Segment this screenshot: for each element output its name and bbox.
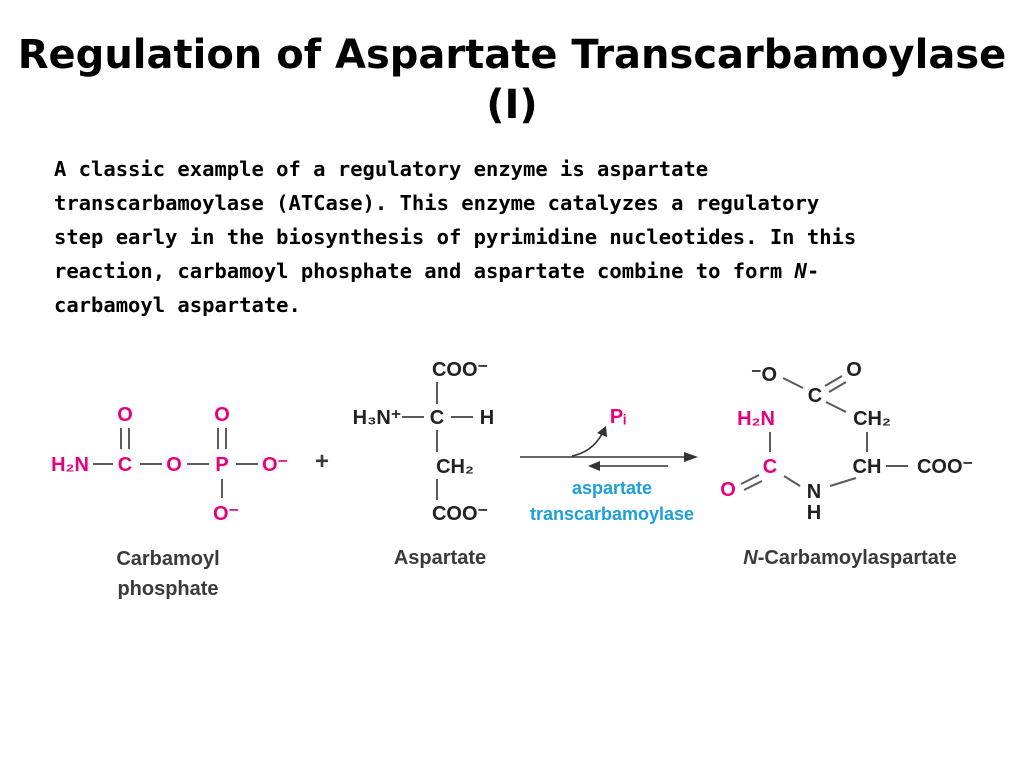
asp-c: C [430, 407, 444, 429]
asp-ch2: CH₂ [436, 456, 474, 478]
reaction-scheme: H₂N C O O P O O⁻ O⁻ Carbamoyl phosphate … [51, 359, 973, 600]
body-line-5: carbamoyl aspartate. [54, 293, 301, 317]
cp-c: C [118, 454, 132, 476]
asp-h: H [480, 407, 494, 429]
n-carbamoylaspartate: ⁻O C O CH₂ CH COO⁻ N H H₂N C O [720, 359, 973, 524]
prod-bond-n-c [783, 475, 801, 487]
pi-release-arrowhead [597, 426, 607, 437]
prod-double-a [824, 375, 843, 387]
prod-double-b [828, 381, 847, 393]
product-label-rest: -Carbamoylaspartate [758, 547, 957, 569]
cp-o-minus-bottom: O⁻ [213, 503, 239, 525]
body-hyphen: - [806, 259, 820, 283]
forward-arrowhead [684, 452, 698, 462]
cp-p: P [215, 454, 228, 476]
reverse-arrowhead [588, 461, 600, 471]
cp-h2n: H₂N [51, 454, 89, 476]
prod-double-d [743, 480, 763, 491]
plus-sign: + [315, 448, 329, 475]
prod-o-minus: ⁻O [751, 364, 777, 386]
cp-carbonyl-o: O [117, 404, 133, 426]
product-label-italic: N [743, 547, 758, 569]
prod-nh: H [807, 502, 821, 524]
cp-bridge-o: O [166, 454, 182, 476]
cp-o-minus-right: O⁻ [262, 454, 288, 476]
prod-bond-ch-n [829, 477, 857, 487]
prod-top-c: C [808, 385, 822, 407]
asp-coo-top: COO⁻ [432, 359, 488, 381]
cp-phosphoryl-o: O [214, 404, 230, 426]
prod-carbamoyl-c: C [763, 456, 777, 478]
pi-release-curve [571, 433, 603, 457]
carbamoyl-phosphate-label-line2: phosphate [117, 578, 218, 600]
slide-body-text: A classic example of a regulatory enzyme… [54, 152, 974, 322]
prod-h2n: H₂N [737, 408, 775, 430]
prod-bond-o-c [782, 377, 804, 389]
asp-coo-bottom: COO⁻ [432, 503, 488, 525]
body-line-1: A classic example of a regulatory enzyme… [54, 157, 709, 181]
prod-top-o: O [846, 359, 862, 381]
carbamoyl-phosphate: H₂N C O O P O O⁻ O⁻ [51, 404, 288, 525]
enzyme-label-line1: aspartate [572, 478, 652, 498]
body-italic-n: N [794, 259, 807, 283]
carbamoyl-phosphate-label-line1: Carbamoyl [116, 548, 219, 570]
asp-h3n: H₃N⁺ [353, 407, 402, 429]
product-label: N-Carbamoylaspartate [743, 547, 956, 569]
slide-title: Regulation of Aspartate Transcarbamoylas… [17, 32, 1007, 128]
prod-bond-c-ch2 [825, 401, 847, 413]
body-line-4-text: reaction, carbamoyl phosphate and aspart… [54, 259, 795, 283]
prod-double-c [740, 474, 760, 485]
prod-ch: CH [853, 456, 882, 478]
body-line-4: reaction, carbamoyl phosphate and aspart… [54, 254, 974, 288]
body-line-2: transcarbamoylase (ATCase). This enzyme … [54, 191, 820, 215]
body-line-3: step early in the biosynthesis of pyrimi… [54, 225, 857, 249]
prod-n: N [807, 481, 821, 503]
prod-coo: COO⁻ [917, 456, 973, 478]
prod-ch2: CH₂ [853, 408, 891, 430]
prod-carbamoyl-o: O [720, 479, 736, 501]
aspartate: COO⁻ H₃N⁺ C H CH₂ COO⁻ [353, 359, 495, 525]
pi-label: Pᵢ [610, 406, 626, 428]
enzyme-label-line2: transcarbamoylase [530, 504, 694, 524]
aspartate-label: Aspartate [394, 547, 486, 569]
reaction-arrow: Pᵢ aspartate transcarbamoylase [520, 406, 698, 524]
